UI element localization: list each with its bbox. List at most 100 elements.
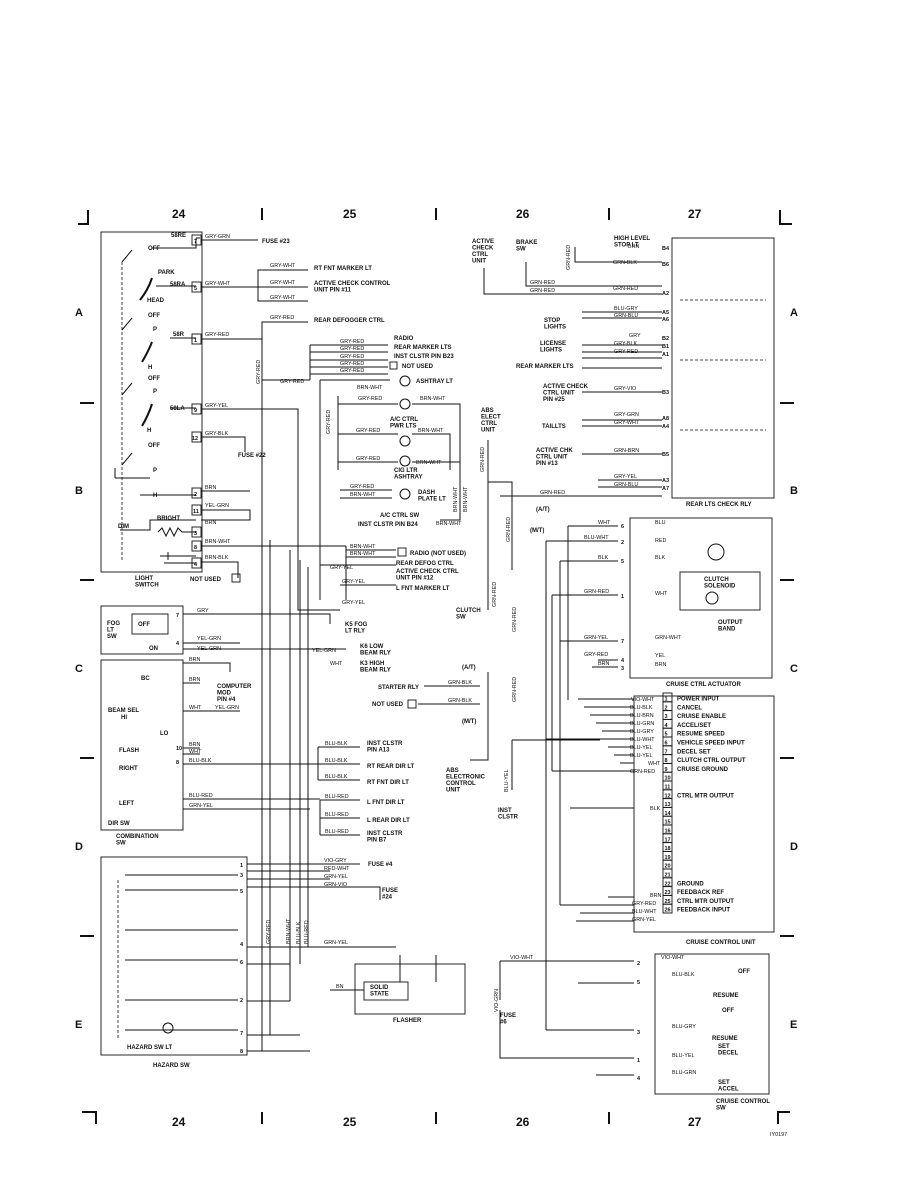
- wire-color: GRN-RED: [512, 677, 518, 702]
- wire-color: GRN-YEL: [584, 635, 608, 641]
- wire-color: YEL-GRN: [312, 648, 336, 654]
- pin-number: 7: [194, 239, 197, 245]
- ccu-pin-number: 5: [665, 732, 668, 738]
- pin-number: 3: [637, 1030, 640, 1036]
- wire-color: GRY-RED: [340, 346, 364, 352]
- wire-color: GRY-RED: [256, 360, 262, 384]
- pin-number: 3: [194, 531, 197, 537]
- wire-color: BRN: [628, 244, 639, 250]
- pin-number: A2: [662, 291, 669, 297]
- switch-label: FLASH: [119, 748, 139, 754]
- ccu-pin-number: 2: [665, 705, 668, 711]
- pin-number: A4: [662, 424, 670, 430]
- component-title: CRUISE CTRL ACTUATOR: [666, 682, 741, 688]
- destination-label: (A/T): [536, 507, 550, 513]
- wire-color: GRY-RED: [266, 920, 272, 944]
- position-label: OFF: [138, 622, 150, 628]
- pin-number: A5: [662, 310, 669, 316]
- wire-color: GRY-GRN: [614, 412, 639, 418]
- switch-label: BC: [141, 676, 150, 682]
- wire-color: GRY-YEL: [205, 403, 228, 409]
- destination-label: FUSE#24: [382, 888, 398, 901]
- pin-number: 12: [192, 436, 198, 442]
- wire-color: WHT: [648, 761, 661, 767]
- position-label: PARK: [158, 270, 175, 276]
- row-label-right: D: [790, 841, 798, 853]
- pin-number: 8: [240, 1049, 243, 1055]
- wire-color: BLK: [650, 806, 661, 812]
- wire-color: GRY-RED: [614, 349, 638, 355]
- wire-color: GRN-RED: [584, 589, 609, 595]
- switch-label: RIGHT: [119, 766, 138, 772]
- wire-color: BRN-WHT: [286, 918, 292, 944]
- wire-color: BLU-YEL: [672, 1053, 694, 1059]
- row-label-left: E: [75, 1019, 82, 1031]
- wire-color: BRN-WHT: [357, 385, 383, 391]
- wire-color: GRY-BLK: [205, 431, 228, 437]
- wire-color: GRY-RED: [340, 368, 364, 374]
- wire-color: GRY-RED: [356, 428, 380, 434]
- position-label: ON: [149, 646, 158, 652]
- wire-color: GRN-RED: [566, 245, 572, 270]
- wire-color: BRN-WHT: [453, 486, 459, 512]
- wire-color: GRN-VIO: [324, 882, 347, 888]
- wire-color: BLU-RED: [304, 920, 310, 944]
- position-label: RESUME: [712, 1036, 738, 1042]
- ccu-pin-number: 16: [665, 829, 671, 835]
- ccu-pin-number: 3: [665, 714, 668, 720]
- wire-color: YEL-GRN: [205, 503, 229, 509]
- pin-number: 2: [194, 492, 197, 498]
- wire-color: BLU-BLK: [325, 758, 348, 764]
- wire-color: BRN: [205, 520, 216, 526]
- position-label: H: [148, 365, 152, 371]
- wire-color: BLU-BLK: [325, 741, 348, 747]
- wire-color: GRY-YEL: [342, 600, 365, 606]
- wire-color: GRY-YEL: [614, 474, 637, 480]
- ccu-pin-number: 22: [665, 881, 671, 887]
- ccu-pin-number: 9: [665, 767, 668, 773]
- row-label-right: E: [790, 1019, 797, 1031]
- wire-color: GRN-RED: [630, 769, 655, 775]
- wire-color: GRN-YEL: [632, 917, 656, 923]
- wire-color: BLK: [655, 555, 666, 561]
- wire-color: BLU-BLK: [325, 774, 348, 780]
- pin-number: 8: [194, 545, 197, 551]
- position-label: RESUME: [713, 993, 739, 999]
- pin-number: A8: [662, 416, 669, 422]
- wire-color: BLU-YEL: [630, 753, 652, 759]
- destination-label: ASHTRAY LT: [416, 379, 453, 385]
- ccu-pin-number: 14: [665, 811, 672, 817]
- pin-number: 6: [621, 524, 624, 530]
- pin-number: B6: [662, 262, 669, 268]
- row-label-right: A: [790, 307, 798, 319]
- position-label: P: [153, 389, 157, 395]
- wire-color: BRN-WHT: [416, 460, 442, 466]
- wire-color: GRY-WHT: [205, 281, 231, 287]
- pin-number: 2: [637, 961, 640, 967]
- pin-number: B2: [662, 336, 669, 342]
- wire-color: GRN-RED: [480, 447, 486, 472]
- wire-color: GRY-RED: [340, 339, 364, 345]
- wire-color: BLU-GRY: [672, 1024, 696, 1030]
- destination-label: RADIO: [394, 336, 414, 342]
- wire-color: BRN-WHT: [350, 544, 376, 550]
- wire-color: BRN: [205, 485, 216, 491]
- pin-number: 4: [621, 658, 625, 664]
- wire-color: BRN: [189, 742, 200, 748]
- actuator-pins: 6 2 5 1 7 4 3: [621, 524, 625, 672]
- position-label: P: [153, 327, 157, 333]
- ccu-pin-number: 25: [665, 899, 671, 905]
- wire-color: YEL-GRN: [197, 636, 221, 642]
- ccu-pin-number: 21: [665, 873, 671, 879]
